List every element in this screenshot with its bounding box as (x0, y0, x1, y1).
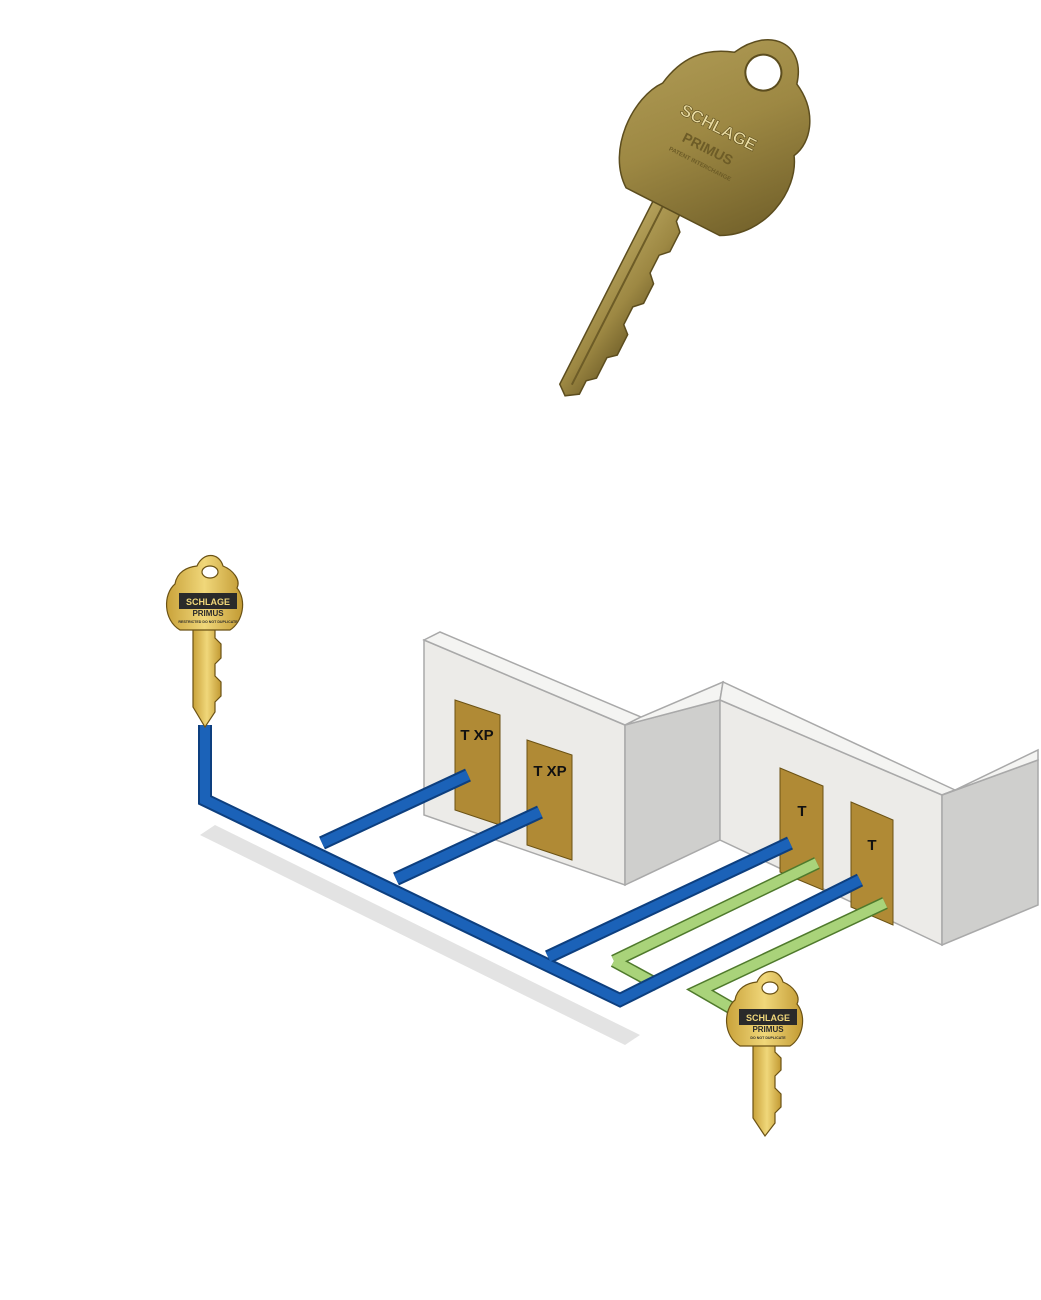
master-key-blade (192, 626, 222, 729)
master-key-line: PRIMUS (192, 609, 224, 618)
hero-key-hole (744, 53, 783, 92)
hero-key-blade (558, 196, 683, 397)
sub-master-key-badge (739, 1009, 797, 1025)
sub-master-key-fine-print: DO NOT DUPLICATE (750, 1036, 786, 1040)
master-key: SCHLAGE PRIMUS RESTRICTED DO NOT DUPLICA… (166, 554, 244, 729)
sub-master-key-brand: SCHLAGE (746, 1013, 790, 1023)
master-route-to-door-1 (319, 770, 471, 848)
wall-end-top (941, 748, 1039, 796)
sub-route-to-door-3 (611, 858, 820, 966)
sub-master-key: SCHLAGE PRIMUS DO NOT DUPLICATE (726, 970, 804, 1138)
sub-master-key-bow (726, 970, 804, 1047)
door-1: T XP (454, 699, 501, 826)
sub-master-key-blade (752, 1042, 782, 1138)
door-2-label: T XP (533, 763, 566, 780)
door-3-label: T (797, 803, 806, 820)
master-key-hole (201, 565, 219, 579)
door-4-label: T (867, 837, 876, 854)
master-route-trunk (200, 725, 863, 1006)
sub-master-key-hole (761, 981, 779, 995)
master-route-to-door-3 (545, 838, 793, 962)
sub-master-key-line: PRIMUS (752, 1025, 784, 1034)
master-key-fine-print: RESTRICTED DO NOT DUPLICATE (178, 620, 238, 624)
hero-key-keyway (570, 206, 664, 386)
wall-recess-side (624, 699, 721, 887)
master-route-to-door-2 (393, 807, 543, 884)
door-2: T XP (526, 739, 573, 861)
door-1-label: T XP (460, 727, 493, 744)
hero-key: SCHLAGE PRIMUS PATENT INTERCHANGE (558, 39, 811, 397)
door-4: T (850, 801, 894, 926)
master-key-bow (166, 554, 244, 631)
master-key-brand: SCHLAGE (186, 597, 230, 607)
master-key-badge (179, 593, 237, 609)
master-route (198, 725, 864, 1008)
route-shadow (200, 825, 640, 1045)
wall-end-side (941, 758, 1039, 947)
